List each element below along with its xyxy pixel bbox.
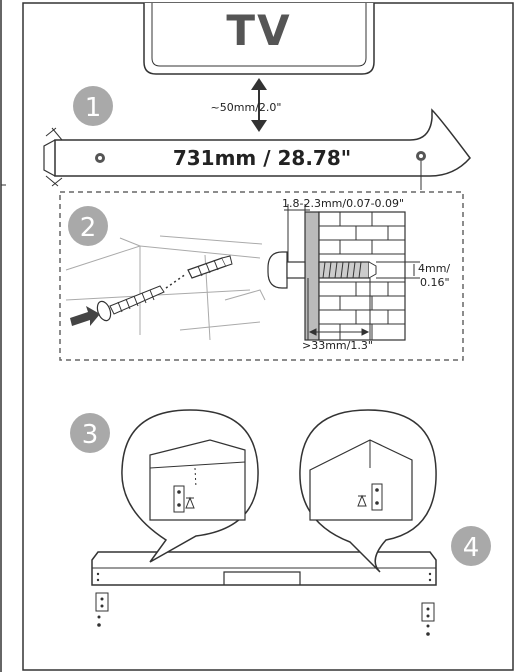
left-zoom-bubble: [121, 409, 259, 563]
tv-illustration: TV: [143, 3, 375, 75]
soundbar-width-label: 731mm / 28.78": [173, 146, 351, 170]
screw-cross-section: [267, 251, 377, 289]
step-2-badge: [68, 206, 108, 246]
diameter-label-line1: 4mm/: [418, 262, 450, 275]
left-bracket-parts: [95, 592, 109, 627]
length-dimension: [307, 278, 371, 340]
gap-label: ~50mm/2.0": [211, 101, 282, 114]
thickness-label: 1.8-2.3mm/0.07-0.09": [282, 197, 404, 210]
step-4-number: 4: [463, 533, 480, 563]
gap-arrow: [251, 78, 267, 132]
step-4-badge: [451, 526, 491, 566]
diameter-dimension: [376, 261, 420, 279]
thickness-dimension: [284, 204, 310, 262]
step-1-number: 1: [85, 93, 102, 123]
right-mount-hole: [416, 151, 426, 190]
soundbar-top-view: [43, 108, 471, 187]
step-3-number: 3: [82, 420, 99, 450]
wall-cross-section: [304, 211, 406, 341]
brick-wall-perspective: [65, 235, 266, 341]
wall-anchor: [187, 255, 233, 279]
mounting-screw: [96, 273, 187, 322]
soundbar-front-view: [91, 551, 437, 586]
right-bracket-parts: [421, 602, 435, 636]
push-arrow: [70, 306, 100, 326]
length-label: >33mm/1.3": [302, 339, 373, 352]
right-zoom-bubble: [299, 409, 437, 573]
tv-label: TV: [226, 6, 291, 55]
left-mount-hole: [95, 153, 105, 163]
step-3-badge: [70, 413, 110, 453]
step-2-detail-box: [59, 191, 464, 361]
diameter-label-line2: 0.16": [420, 276, 450, 289]
step-1-badge: [73, 86, 113, 126]
step-2-number: 2: [80, 213, 97, 243]
